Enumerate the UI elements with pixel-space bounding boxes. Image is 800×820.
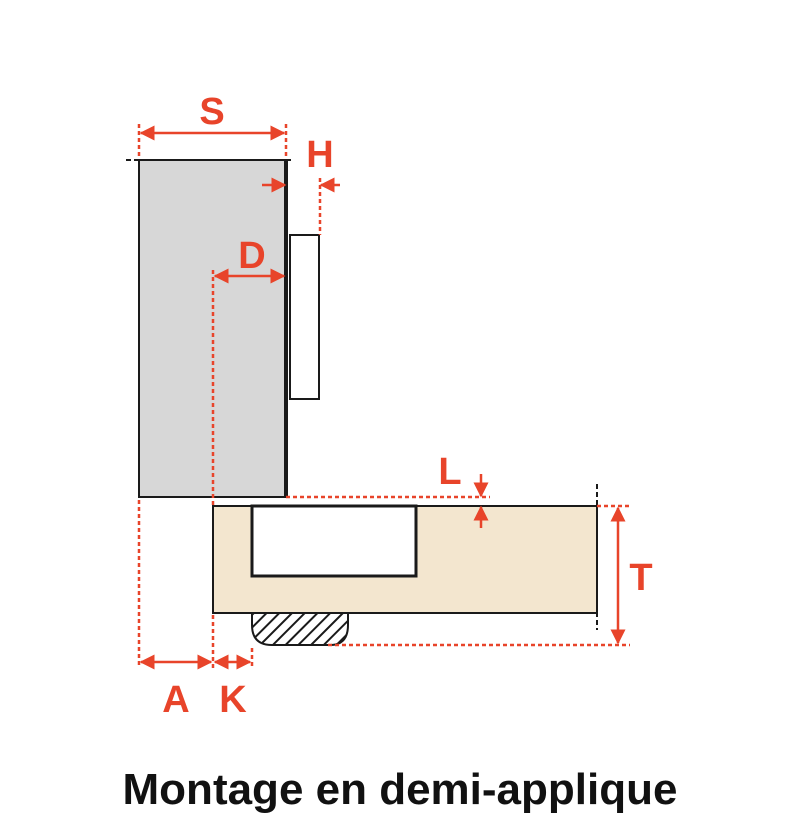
label-a: A xyxy=(162,679,189,721)
label-k: K xyxy=(219,679,247,721)
hinge-mounting-diagram: S H D L T A K xyxy=(126,91,653,721)
diagram-caption: Montage en demi-applique xyxy=(122,765,678,814)
label-h: H xyxy=(306,134,333,176)
label-l: L xyxy=(438,451,461,493)
label-d: D xyxy=(238,235,265,277)
hinge-boss-hatched xyxy=(251,612,349,646)
label-t: T xyxy=(629,557,652,599)
mounting-plate xyxy=(289,234,320,400)
label-s: S xyxy=(199,91,224,133)
hinge-cup-recess xyxy=(250,504,418,578)
